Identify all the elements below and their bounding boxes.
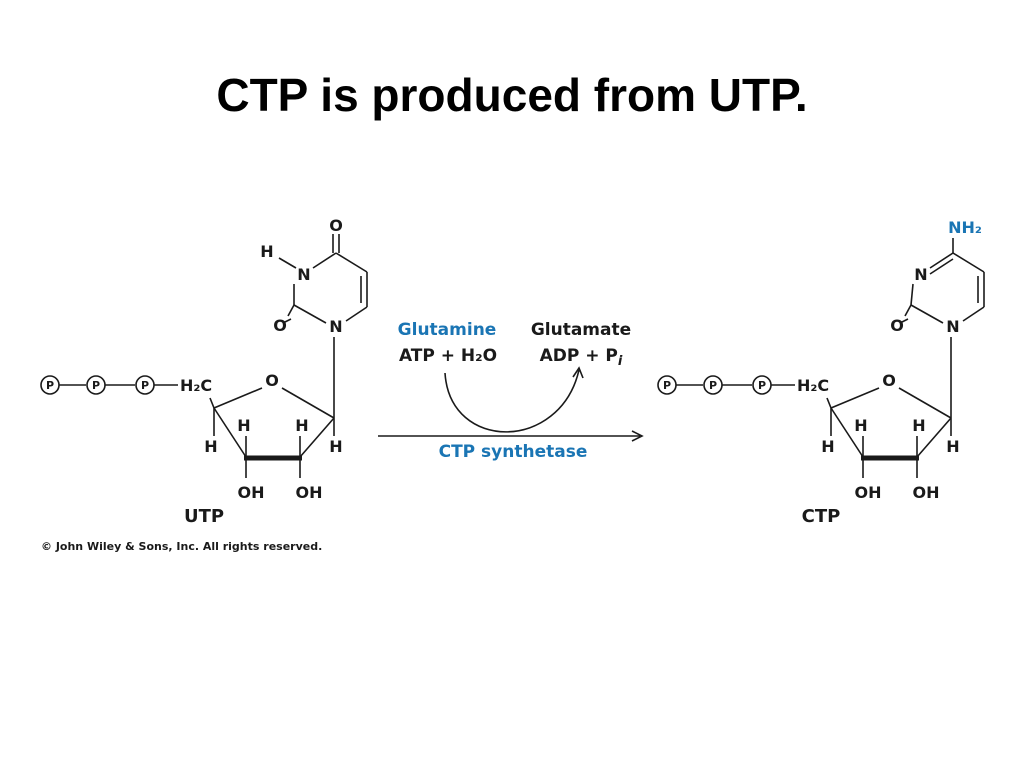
ctp-h-c3: H bbox=[854, 416, 867, 435]
slide-title: CTP is produced from UTP. bbox=[216, 69, 808, 121]
utp-phosphate-2: P bbox=[86, 375, 106, 395]
product-glutamate: Glutamate bbox=[531, 320, 631, 340]
cofactor-arrow-head bbox=[572, 366, 584, 379]
utp-n3-h-bond bbox=[278, 257, 297, 269]
ctp-h2c-label: H₂C bbox=[797, 376, 829, 395]
ctp-h-c2: H bbox=[912, 416, 925, 435]
ctp-n1: N bbox=[946, 317, 959, 336]
reaction-arrow-head bbox=[631, 430, 644, 442]
ctp-nh2: NH₂ bbox=[948, 218, 982, 237]
ctp-oh-3: OH bbox=[855, 483, 882, 502]
ctp-phosphate-2-label: P bbox=[709, 379, 717, 392]
ctp-structure: P P P H₂C O H H H H OH OH bbox=[657, 218, 985, 527]
utp-h-c1: H bbox=[329, 437, 342, 456]
utp-h2c-label: H₂C bbox=[180, 376, 212, 395]
utp-c4-c5-bond bbox=[335, 252, 368, 273]
ctp-c2-n3-bond bbox=[910, 283, 914, 306]
copyright-text: © John Wiley & Sons, Inc. All rights res… bbox=[41, 540, 322, 553]
ctp-phosphate-3-label: P bbox=[758, 379, 766, 392]
ctp-phosphate-3: P bbox=[752, 375, 772, 395]
product-adp-pi: ADP + Pi bbox=[540, 346, 623, 369]
utp-h-c4: H bbox=[204, 437, 217, 456]
cofactor-curve-arrow bbox=[444, 369, 580, 433]
ctp-oh-2: OH bbox=[913, 483, 940, 502]
ctp-name: CTP bbox=[802, 506, 841, 527]
utp-n3-c4-bond bbox=[312, 252, 337, 269]
reactant-atp-h2o: ATP + H₂O bbox=[399, 346, 497, 366]
utp-h-c2: H bbox=[295, 416, 308, 435]
ctp-phosphate-1-label: P bbox=[663, 379, 671, 392]
ctp-c6-n1-bond bbox=[962, 306, 985, 322]
ctp-n3: N bbox=[914, 265, 927, 284]
ctp-n3-c4-double bbox=[929, 258, 954, 275]
ctp-c4-c5-bond bbox=[952, 252, 985, 273]
utp-phosphate-2-label: P bbox=[92, 379, 100, 392]
utp-h-n3: H bbox=[260, 242, 273, 261]
ctp-phosphate-1: P bbox=[657, 375, 677, 395]
utp-phosphate-1-label: P bbox=[46, 379, 54, 392]
ctp-c2-o-bond bbox=[904, 304, 912, 317]
utp-phosphate-3-label: P bbox=[141, 379, 149, 392]
utp-c6-n1-bond bbox=[345, 306, 368, 322]
ctp-o-c1-bond bbox=[898, 387, 952, 419]
utp-h-c3: H bbox=[237, 416, 250, 435]
utp-c2-o-bond bbox=[287, 304, 295, 317]
utp-oh-2: OH bbox=[296, 483, 323, 502]
utp-n3: N bbox=[297, 265, 310, 284]
ctp-c2-c1-bond bbox=[916, 417, 952, 458]
reaction-arrow-group: Glutamine ATP + H₂O Glutamate ADP + Pi C… bbox=[378, 320, 644, 462]
utp-name: UTP bbox=[184, 506, 224, 527]
utp-o-top: O bbox=[329, 216, 343, 235]
utp-structure: P P P H₂C O H H H H OH OH bbox=[40, 216, 368, 527]
ctp-c5-c4-bond bbox=[826, 397, 832, 409]
utp-n1: N bbox=[329, 317, 342, 336]
utp-phosphate-3: P bbox=[135, 375, 155, 395]
ctp-c4-c3-bond bbox=[830, 407, 864, 458]
utp-c4-o-bond bbox=[213, 387, 263, 409]
utp-c2-o-double bbox=[282, 318, 292, 324]
utp-oh-3: OH bbox=[238, 483, 265, 502]
utp-n1-c2-bond bbox=[293, 304, 327, 324]
ctp-c2-o-double bbox=[899, 318, 909, 324]
reactant-glutamine: Glutamine bbox=[398, 320, 497, 340]
utp-o-left: O bbox=[273, 316, 287, 335]
enzyme-label: CTP synthetase bbox=[439, 442, 588, 462]
ctp-o-left: O bbox=[890, 316, 904, 335]
utp-c4-c3-bond bbox=[213, 407, 247, 458]
utp-ring-oxygen: O bbox=[265, 371, 279, 390]
ctp-ring-oxygen: O bbox=[882, 371, 896, 390]
utp-c5-c4-bond bbox=[209, 397, 215, 409]
utp-o-c1-bond bbox=[281, 387, 335, 419]
ctp-h-c1: H bbox=[946, 437, 959, 456]
ctp-n1-c2-bond bbox=[910, 304, 944, 324]
ctp-n3-c4-bond bbox=[929, 252, 954, 269]
utp-c2-c1-bond bbox=[299, 417, 335, 458]
utp-phosphate-1: P bbox=[40, 375, 60, 395]
ctp-c4-o-bond bbox=[830, 387, 880, 409]
ctp-phosphate-2: P bbox=[703, 375, 723, 395]
ctp-h-c4: H bbox=[821, 437, 834, 456]
